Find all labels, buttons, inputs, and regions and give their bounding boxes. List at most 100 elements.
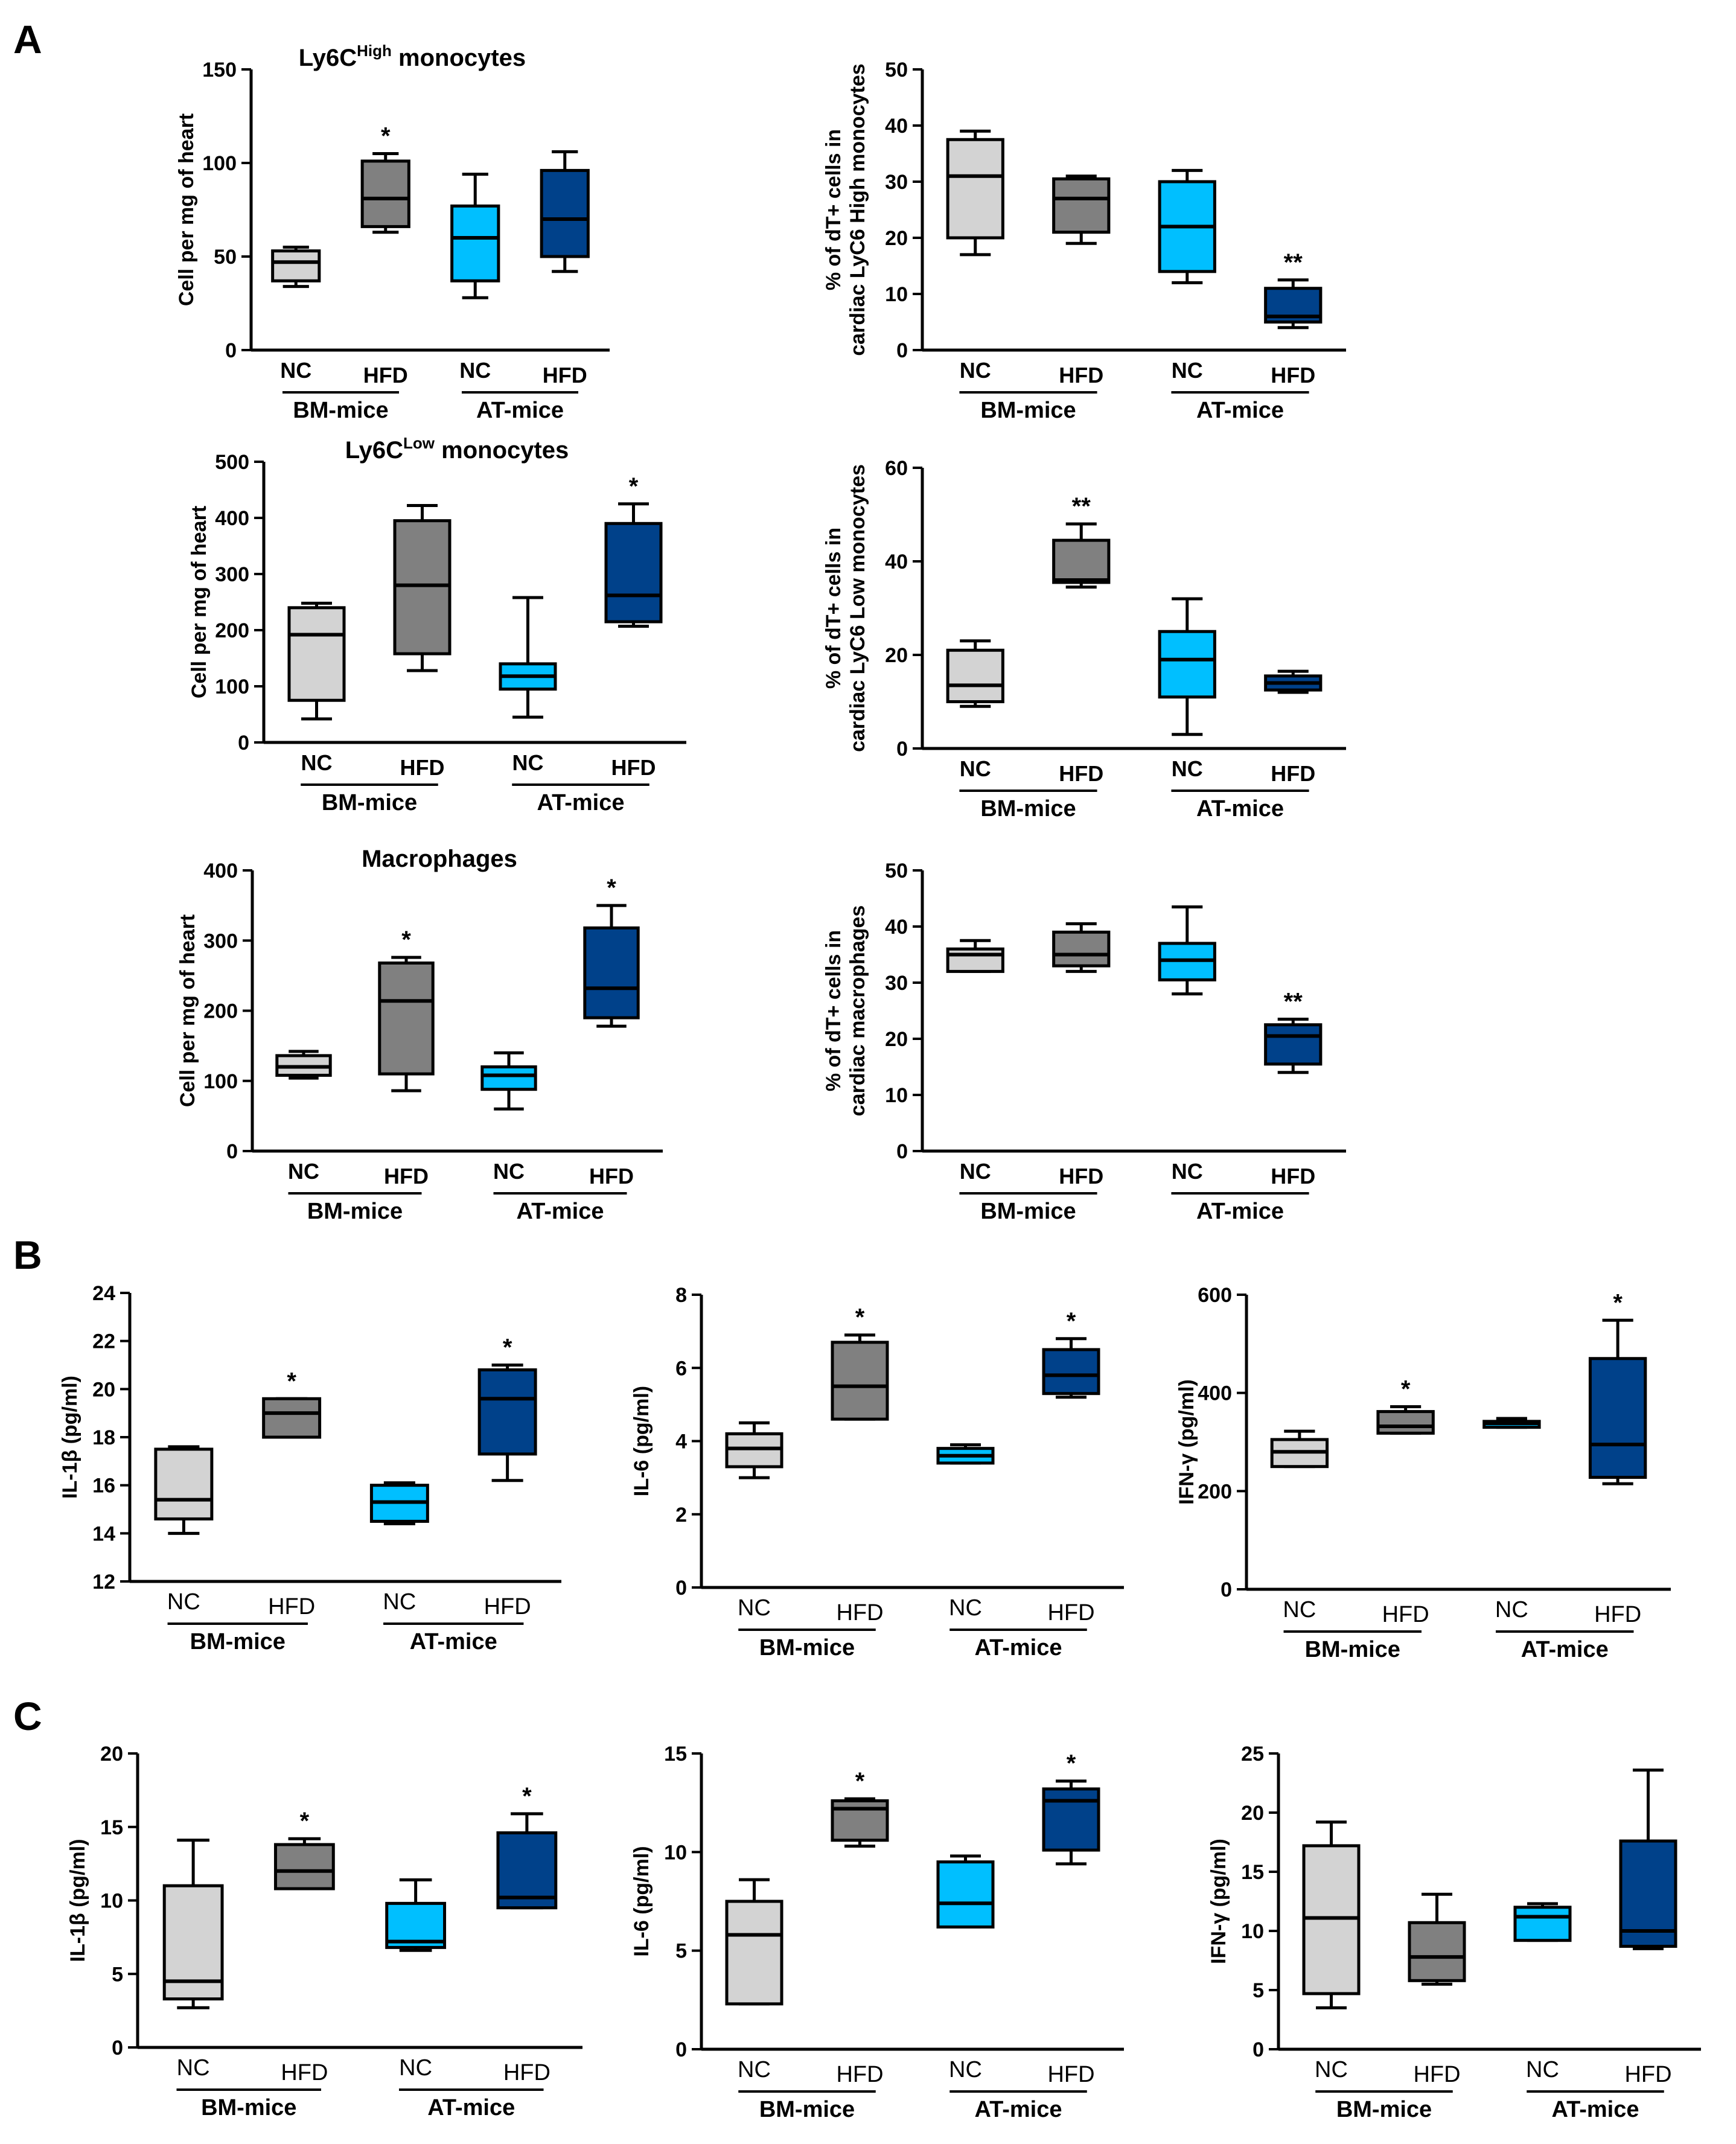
box-nc-bm	[725, 1421, 783, 1479]
iqr-box	[604, 522, 663, 624]
iqr-box	[1513, 1906, 1572, 1942]
significance-marker: *	[522, 1783, 532, 1810]
y-tick-label: 50	[214, 246, 237, 269]
y-tick-label: 5	[675, 1940, 687, 1963]
group-label: BM-mice	[190, 1629, 286, 1654]
y-tick-label: 8	[675, 1284, 687, 1307]
iqr-box	[378, 961, 435, 1076]
iqr-box	[262, 1397, 322, 1439]
x-tick-label: NC	[960, 1159, 991, 1184]
x-tick-label: HFD	[543, 363, 587, 388]
iqr-box	[1619, 1839, 1677, 1948]
y-tick-label: 60	[885, 457, 908, 480]
iqr-box	[1052, 177, 1111, 234]
iqr-box	[946, 648, 1004, 703]
iqr-box	[450, 204, 500, 282]
group-label: BM-mice	[1305, 1637, 1400, 1662]
box-hfd-at	[1264, 669, 1323, 694]
y-tick-label: 10	[100, 1890, 123, 1913]
x-tick-label: HFD	[836, 1600, 883, 1626]
y-tick-label: 5	[112, 1963, 123, 1986]
y-tick-label: 10	[885, 1084, 908, 1107]
y-tick-label: 0	[896, 339, 908, 362]
x-tick-label: NC	[949, 1595, 982, 1621]
y-tick-label: 300	[215, 563, 249, 586]
group-label: BM-mice	[980, 796, 1076, 822]
significance-marker: *	[855, 1304, 865, 1331]
box-nc-bm	[946, 939, 1004, 973]
y-axis-label: IFN-γ (pg/ml)	[1207, 1839, 1230, 1964]
y-tick-label: 100	[215, 675, 249, 698]
y-axis-label: % of dT+ cells in	[822, 528, 845, 689]
significance-marker: *	[381, 123, 391, 150]
box-hfd-at: **	[1264, 988, 1323, 1074]
iqr-box	[273, 1843, 335, 1890]
box-nc-at	[369, 1481, 429, 1525]
x-tick-label: HFD	[1059, 1164, 1103, 1188]
chart-title: Macrophages	[362, 846, 517, 872]
box-nc-bm	[946, 639, 1004, 708]
x-tick-label: NC	[1315, 2057, 1348, 2082]
y-axis-label: Cell per mg of heart	[188, 506, 211, 698]
y-tick-label: 0	[675, 2038, 687, 2061]
significance-marker: *	[300, 1808, 310, 1834]
chart-title-suffix: monocytes	[392, 45, 526, 71]
x-tick-label: HFD	[1047, 2062, 1094, 2087]
box-hfd-bm: *	[273, 1808, 335, 1890]
y-tick-label: 12	[92, 1571, 115, 1594]
iqr-box	[725, 1900, 783, 2006]
x-tick-label: HFD	[1047, 1600, 1094, 1626]
significance-marker: *	[1067, 1308, 1076, 1335]
y-axis-label: cardiac macrophages	[846, 905, 869, 1117]
y-tick-label: 10	[664, 1841, 687, 1864]
iqr-box	[1158, 630, 1216, 699]
chart-title-suffix: monocytes	[435, 437, 569, 464]
box-nc-at	[480, 1051, 537, 1111]
iqr-box	[154, 1447, 214, 1520]
y-tick-label: 0	[225, 339, 237, 362]
y-tick-label: 0	[112, 2037, 123, 2059]
group-label: AT-mice	[516, 1199, 604, 1224]
box-nc-at	[1513, 1902, 1572, 1942]
x-tick-label: NC	[960, 358, 991, 383]
y-axis-label: Cell per mg of heart	[176, 914, 199, 1107]
iqr-box	[936, 1860, 995, 1929]
y-axis-label: % of dT+ cells in	[822, 930, 845, 1091]
y-tick-label: 0	[896, 738, 908, 761]
y-tick-label: 15	[664, 1743, 687, 1766]
group-label: AT-mice	[410, 1629, 497, 1654]
group-label: BM-mice	[307, 1199, 403, 1224]
box-hfd-bm: *	[360, 123, 410, 234]
x-tick-label: HFD	[1594, 1602, 1641, 1627]
x-tick-label: NC	[1172, 358, 1203, 383]
chart-title-sup: High	[357, 42, 392, 60]
box-nc-bm	[154, 1445, 214, 1535]
box-hfd-at: *	[1042, 1308, 1100, 1399]
box-nc-bm	[946, 129, 1004, 257]
box-hfd-at	[1619, 1768, 1677, 1950]
y-tick-label: 200	[215, 619, 249, 642]
box-nc-at	[1158, 905, 1216, 996]
y-tick-label: 20	[885, 1028, 908, 1051]
box-hfd-bm: *	[378, 927, 435, 1093]
box-nc-at	[1158, 597, 1216, 736]
y-tick-label: 50	[885, 59, 908, 81]
significance-marker: **	[1072, 493, 1091, 520]
iqr-box	[393, 519, 452, 656]
group-label: AT-mice	[974, 2097, 1062, 2122]
y-axis-label: cardiac LyC6 Low monocytes	[846, 464, 869, 752]
panel-letter-a: A	[13, 17, 42, 62]
y-tick-label: 500	[215, 451, 249, 474]
box-hfd-bm: *	[831, 1768, 889, 1848]
panel-letter-c: C	[13, 1694, 42, 1738]
y-tick-label: 30	[885, 972, 908, 995]
iqr-box	[831, 1341, 889, 1421]
iqr-box	[1264, 1023, 1323, 1066]
box-nc-at	[450, 173, 500, 299]
x-tick-label: NC	[738, 1595, 771, 1621]
group-label: BM-mice	[201, 2095, 296, 2120]
y-tick-label: 15	[100, 1816, 123, 1839]
